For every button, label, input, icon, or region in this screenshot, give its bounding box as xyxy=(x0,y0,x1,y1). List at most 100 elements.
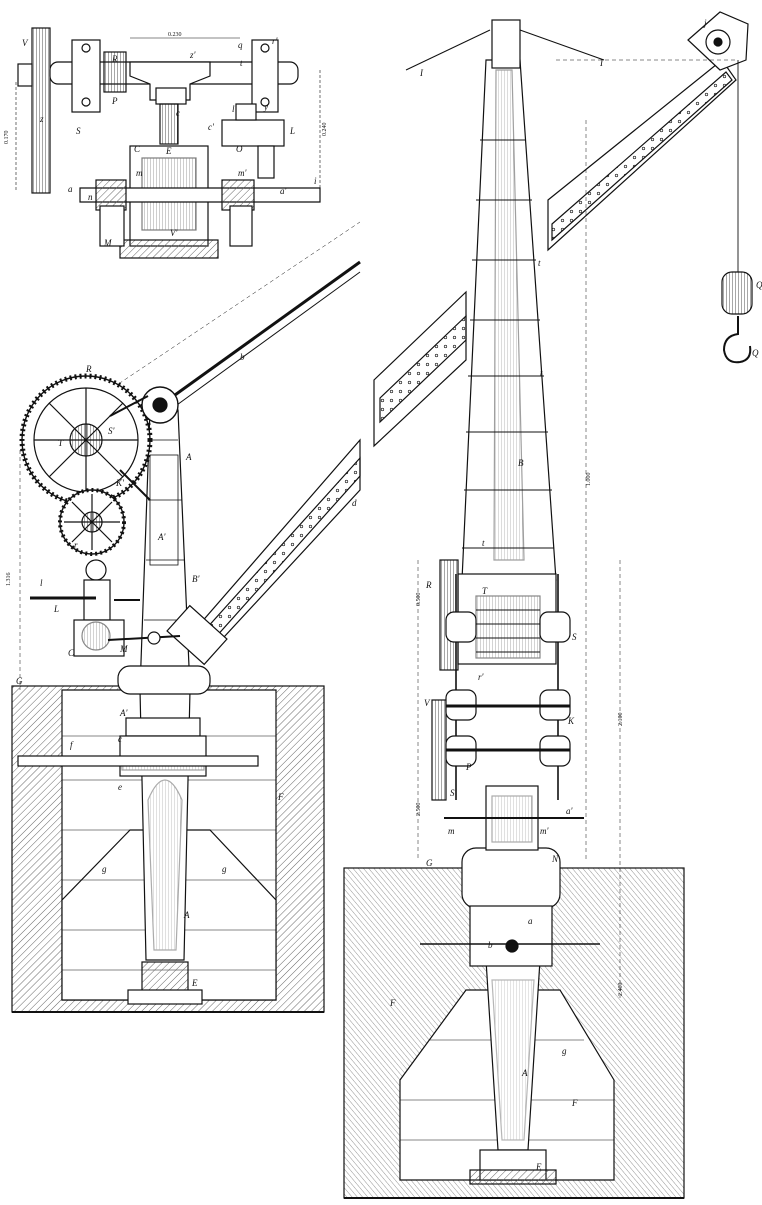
front-label-I-left: I xyxy=(419,68,424,78)
dim-front-mast: 1.000 xyxy=(586,473,592,487)
front-label-I-right: I xyxy=(599,58,604,68)
front-label-V: V xyxy=(424,698,431,708)
front-label-a: a xyxy=(528,916,533,926)
front-elevation-figure xyxy=(343,11,753,1199)
label-E: E xyxy=(165,146,172,156)
side-label-A: A xyxy=(185,452,192,462)
label-M: M xyxy=(103,238,112,248)
side-label-M: M xyxy=(119,644,128,654)
side-label-g-right: g xyxy=(222,864,227,874)
front-label-B: B xyxy=(518,458,524,468)
front-label-S: S xyxy=(450,788,455,798)
label-a-prime: a' xyxy=(280,186,288,196)
side-label-f: f xyxy=(70,740,74,750)
front-label-N: N xyxy=(551,854,559,864)
label-q: q xyxy=(238,40,243,50)
side-label-L: L xyxy=(53,604,59,614)
label-m: m xyxy=(136,168,143,178)
side-label-S-prime: S' xyxy=(108,426,116,436)
front-label-Q-top: Q xyxy=(756,280,762,290)
label-R: R xyxy=(111,54,118,64)
label-a: a xyxy=(68,184,73,194)
side-label-B-prime: B' xyxy=(192,574,200,584)
pinion-gear xyxy=(103,51,127,93)
side-elevation-labels: R T A K' S' A' B' b d r l L C M G A' c e… xyxy=(6,352,357,988)
front-label-R: R xyxy=(425,580,432,590)
label-y: y xyxy=(263,102,268,112)
label-i: i xyxy=(314,176,317,186)
gear-detail-figure xyxy=(15,27,321,259)
label-z: z xyxy=(39,114,44,124)
dim-gear-height: 0.170 xyxy=(4,131,10,145)
front-label-t-2: t xyxy=(540,368,543,378)
side-label-A-prime: A' xyxy=(157,532,166,542)
label-m-prime: m' xyxy=(238,168,247,178)
front-label-t-3: t xyxy=(482,538,485,548)
label-V-prime: V' xyxy=(170,228,178,238)
dim-front-base: 2.400 xyxy=(618,983,624,997)
label-C: C xyxy=(134,144,141,154)
dim-gear-top: 0.230 xyxy=(168,32,182,38)
front-label-F-right: F xyxy=(571,1098,578,1108)
label-z-prime: z' xyxy=(189,50,197,60)
side-label-l: l xyxy=(40,578,43,588)
front-label-G: G xyxy=(426,858,433,868)
jib-boom xyxy=(184,438,361,651)
front-label-m: m xyxy=(448,826,455,836)
front-label-m-prime: m' xyxy=(540,826,549,836)
side-elevation-figure xyxy=(11,221,361,1013)
label-V: V xyxy=(22,38,29,48)
front-label-E: E xyxy=(535,1162,542,1172)
front-label-S-top: S xyxy=(572,632,577,642)
front-elevation-labels: I I B t t t T R S r' V K P S a' m m' G N… xyxy=(389,18,762,1172)
front-label-a-prime: a' xyxy=(566,806,574,816)
front-label-r-prime: r' xyxy=(478,672,485,682)
side-label-C: C xyxy=(68,648,75,658)
side-label-A-lower: A xyxy=(183,910,190,920)
side-label-E: E xyxy=(191,978,198,988)
label-P: P xyxy=(111,96,118,106)
label-L: L xyxy=(289,126,295,136)
label-c-prime: c' xyxy=(208,122,215,132)
front-label-A: A xyxy=(521,1068,528,1078)
side-label-A-prime-2: A' xyxy=(119,708,128,718)
front-label-b: b xyxy=(488,940,493,950)
side-label-d: d xyxy=(352,498,357,508)
side-label-r: r xyxy=(74,540,78,550)
label-S: S xyxy=(76,126,81,136)
side-label-c: c xyxy=(118,734,122,744)
side-label-e: e xyxy=(118,782,122,792)
front-label-t-1: t xyxy=(538,258,541,268)
side-label-g-left: g xyxy=(102,864,107,874)
dim-gear-right: 0.240 xyxy=(322,123,328,137)
side-label-G: G xyxy=(16,676,23,686)
front-label-g: g xyxy=(562,1046,567,1056)
label-c: c xyxy=(176,108,180,118)
front-label-Q-bottom: Q xyxy=(752,348,759,358)
side-label-K-prime: K' xyxy=(115,478,125,488)
dim-side-height: 1.316 xyxy=(6,573,12,587)
dim-front-left: 0.500 xyxy=(416,593,422,607)
label-r-prime: r' xyxy=(272,36,279,46)
label-l: l xyxy=(232,104,235,114)
front-label-F-left: F xyxy=(389,998,396,1008)
side-label-b: b xyxy=(240,352,245,362)
label-O: O xyxy=(236,144,243,154)
side-label-T: T xyxy=(58,438,64,448)
crane-hook xyxy=(722,316,752,364)
label-n: n xyxy=(88,192,93,202)
hook-block xyxy=(721,271,753,315)
dim-front-drum: 2.100 xyxy=(618,713,624,727)
front-label-j: j xyxy=(703,18,707,28)
side-label-F: F xyxy=(277,792,284,802)
front-label-P: P xyxy=(465,762,472,772)
label-t: t xyxy=(240,58,243,68)
front-label-K: K xyxy=(567,716,575,726)
side-label-R: R xyxy=(85,364,92,374)
dim-front-left-lower: 2.500 xyxy=(416,803,422,817)
flywheel xyxy=(31,27,51,194)
gear-detail-labels: V R P S C E O L M V' n a l m m' q a' i t… xyxy=(4,32,328,248)
front-label-T: T xyxy=(482,586,488,596)
